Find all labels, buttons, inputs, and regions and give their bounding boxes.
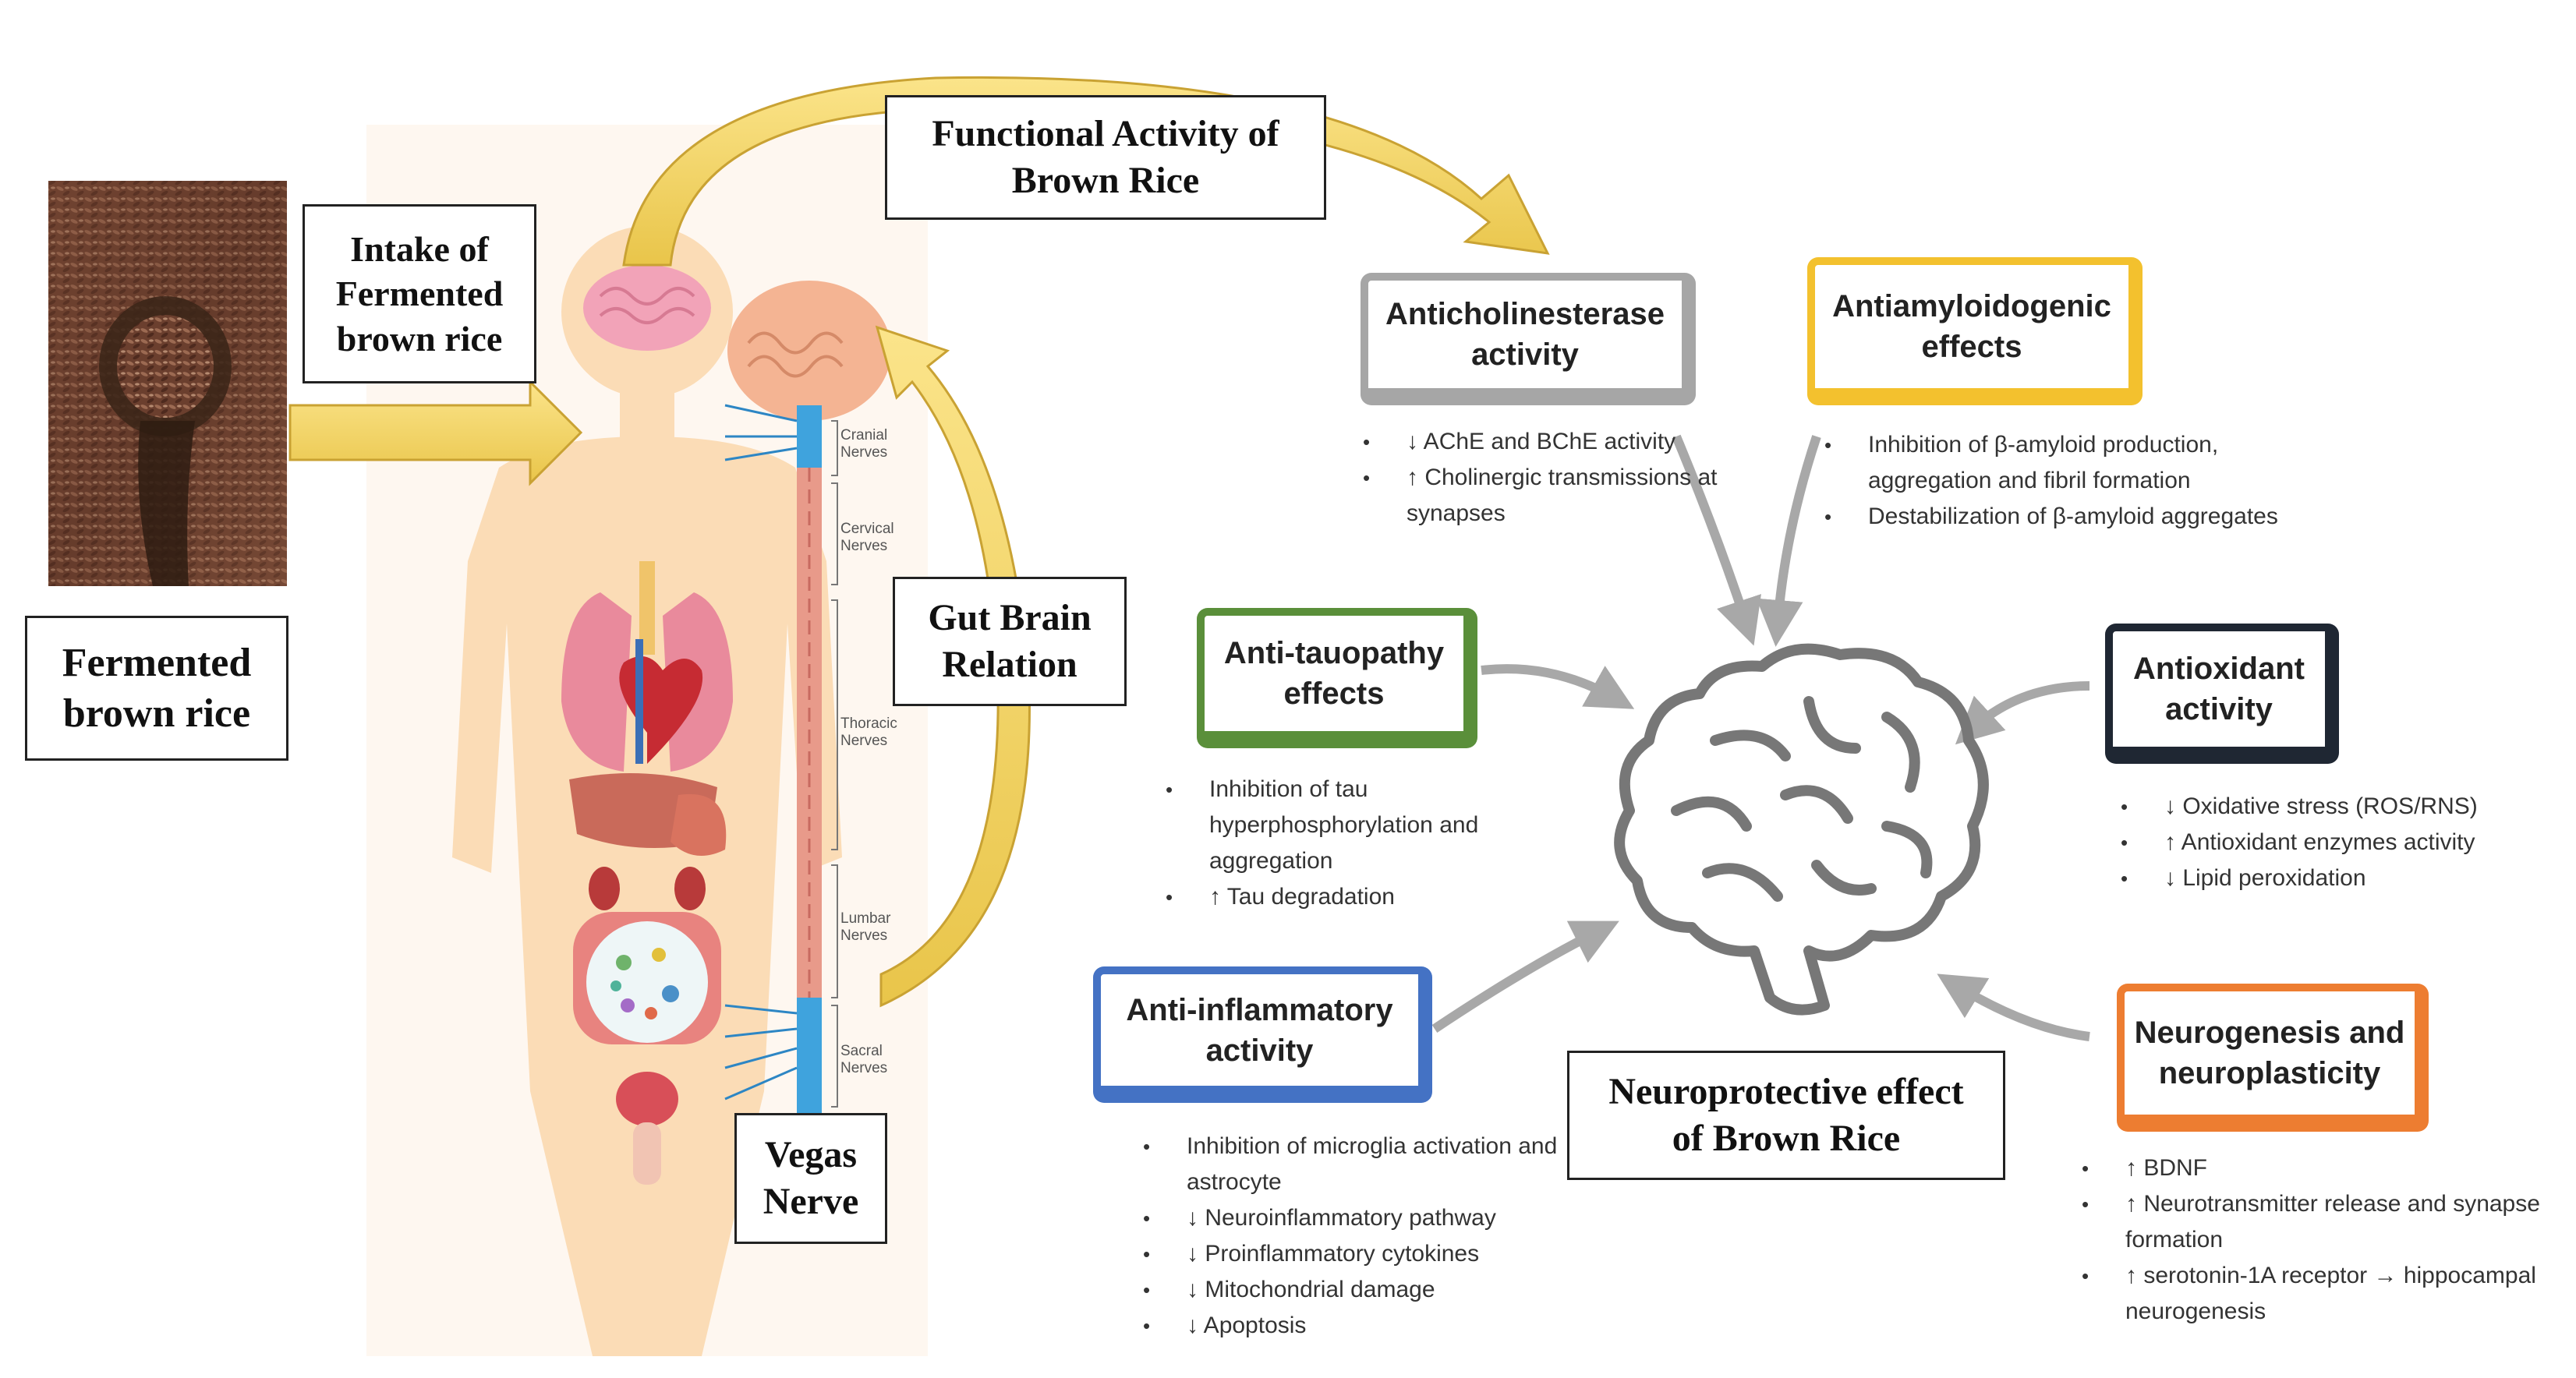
bullet: ↑ BDNF xyxy=(2082,1150,2576,1186)
anticholinesterase-card: Anticholinesterase activity xyxy=(1361,273,1696,405)
anti-tauopathy-card: Anti-tauopathy effects xyxy=(1197,608,1477,748)
fermented-rice-photo xyxy=(48,181,287,586)
antiamyloidogenic-bullets: Inhibition of β-amyloid production, aggr… xyxy=(1824,427,2305,535)
bullet: ↑ Neurotransmitter release and synapse f… xyxy=(2082,1186,2576,1258)
neuroprotective-effect-label: Neuroprotective effect of Brown Rice xyxy=(1567,1051,2005,1180)
gut-brain-curved-arrow xyxy=(875,325,1031,1008)
bullet: ↑ Antioxidant enzymes activity xyxy=(2121,825,2570,860)
gut-brain-relation-label: Gut Brain Relation xyxy=(893,577,1127,706)
bullet: ↓ Apoptosis xyxy=(1143,1308,1623,1344)
anti-inflammatory-card: Anti-inflammatory activity xyxy=(1093,966,1432,1103)
bullet: Inhibition of β-amyloid production, aggr… xyxy=(1824,427,2305,499)
bullet: ↑ Cholinergic transmissions at synapses xyxy=(1363,460,1750,532)
bullet: Destabilization of β-amyloid aggregates xyxy=(1824,499,2305,535)
anti-inflammatory-bullets: Inhibition of microglia activation and a… xyxy=(1143,1129,1623,1344)
cervical-nerves-label: Cervical Nerves xyxy=(840,521,894,554)
brain-icon xyxy=(1614,643,1989,1016)
sacral-nerves-label: Sacral Nerves xyxy=(840,1043,888,1076)
bullet: ↓ Lipid peroxidation xyxy=(2121,860,2570,896)
antioxidant-bullets: ↓ Oxidative stress (ROS/RNS) ↑ Antioxida… xyxy=(2121,789,2570,896)
bullet: ↓ AChE and BChE activity xyxy=(1363,424,1750,460)
anti-tauopathy-bullets: Inhibition of tau hyperphosphorylation a… xyxy=(1166,772,1560,915)
anticholinesterase-bullets: ↓ AChE and BChE activity ↑ Cholinergic t… xyxy=(1363,424,1750,532)
intake-label: Intake of Fermented brown rice xyxy=(303,204,536,383)
bullet: ↓ Proinflammatory cytokines xyxy=(1143,1236,1623,1272)
fermented-rice-label: Fermented brown rice xyxy=(25,616,288,761)
neurogenesis-bullets: ↑ BDNF ↑ Neurotransmitter release and sy… xyxy=(2082,1150,2576,1330)
antiamyloidogenic-card: Antiamyloidogenic effects xyxy=(1807,257,2143,405)
bullet: Inhibition of microglia activation and a… xyxy=(1143,1129,1623,1200)
functional-activity-label: Functional Activity of Brown Rice xyxy=(885,95,1326,220)
bullet: ↑ Tau degradation xyxy=(1166,879,1560,915)
vagus-nerve-label: Vegas Nerve xyxy=(734,1113,887,1244)
bullet: ↓ Neuroinflammatory pathway xyxy=(1143,1200,1623,1236)
lumbar-nerves-label: Lumbar Nerves xyxy=(840,910,891,944)
intake-arrow xyxy=(288,379,583,486)
neurogenesis-card: Neurogenesis and neuroplasticity xyxy=(2117,984,2429,1132)
bullet: ↓ Mitochondrial damage xyxy=(1143,1272,1623,1308)
spinal-cord-figure xyxy=(724,281,891,1122)
bullet: Inhibition of tau hyperphosphorylation a… xyxy=(1166,772,1560,879)
antioxidant-card: Antioxidant activity xyxy=(2105,624,2339,764)
cranial-nerves-label: Cranial Nerves xyxy=(840,427,888,461)
bullet: ↑ serotonin-1A receptor → hippocampal ne… xyxy=(2082,1258,2576,1330)
thoracic-nerves-label: Thoracic Nerves xyxy=(840,716,897,749)
bullet: ↓ Oxidative stress (ROS/RNS) xyxy=(2121,789,2570,825)
